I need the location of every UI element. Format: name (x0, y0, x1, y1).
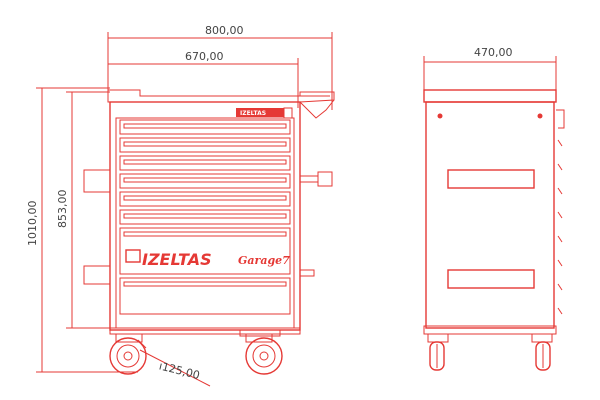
dimension-overall-height: 1010,00 (26, 87, 138, 373)
right-caster (245, 333, 283, 375)
left-caster (109, 333, 147, 375)
brand-logo: IZELTAS Garage7 (125, 249, 290, 269)
base-frame (109, 327, 301, 337)
dimension-wheel: ı125,00 (139, 349, 211, 387)
brand-sub: Garage7 (238, 254, 290, 267)
side-caster-right (531, 333, 553, 371)
side-view: 470,00 (423, 46, 565, 371)
drawer-stack (119, 119, 291, 315)
dimension-side-depth: 470,00 (423, 46, 557, 100)
dimension-overall-width: 800,00 (107, 24, 333, 110)
brand-name: IZELTAS (142, 250, 212, 269)
brand-badge (236, 108, 284, 117)
dim-label-470: 470,00 (474, 46, 513, 59)
side-caster-left (427, 333, 449, 371)
side-body (423, 89, 565, 335)
dimension-body-height: 853,00 (56, 91, 110, 329)
side-handles (83, 169, 333, 285)
dim-label-670: 670,00 (185, 50, 224, 63)
dim-label-800: 800,00 (205, 24, 244, 37)
brand-badge-text: IZELTAS (240, 110, 266, 117)
dimension-inner-width: 670,00 (108, 50, 299, 108)
cabinet-body: IZELTAS (109, 101, 301, 331)
front-view: 800,00 670,00 1010,00 853,00 (26, 24, 335, 387)
dim-label-853: 853,00 (56, 190, 69, 229)
dim-label-1010: 1010,00 (26, 201, 39, 247)
dim-label-wheel: ı125,00 (158, 359, 201, 382)
